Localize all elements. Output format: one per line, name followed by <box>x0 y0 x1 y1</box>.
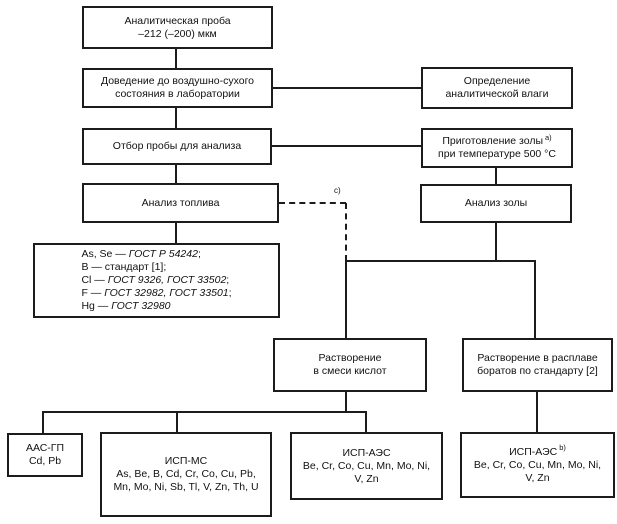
box-text-line: Доведение до воздушно-сухого <box>100 75 255 87</box>
connector-split-methods <box>42 411 367 413</box>
box-text-line: Отбор пробы для анализа <box>112 140 242 152</box>
box-text-line: в смеси кислот <box>313 365 387 377</box>
connector-to-icpms <box>176 412 178 432</box>
connector-airdry-to-moisture <box>273 87 421 89</box>
connector-to-borate-dissolution <box>534 261 536 338</box>
box-analytical-sample: Аналитическая проба –212 (–200) мкм <box>82 6 273 49</box>
footnote-b-sup: b) <box>559 443 566 452</box>
box-gost-standards-list: As, Se — ГОСТ Р 54242; B — стандарт [1];… <box>33 243 280 318</box>
method-elements: Be, Cr, Co, Cu, Mn, Mo, Ni, V, Zn <box>473 458 602 484</box>
connector-airdry-to-sampling <box>175 108 177 128</box>
box-ash-analysis: Анализ золы <box>420 184 572 223</box>
box-method-aas-gp: ААС-ГП Cd, Pb <box>7 433 83 477</box>
connector-fuel-to-gost <box>175 223 177 243</box>
connector-sample-to-airdry <box>175 49 177 68</box>
method-title-text: ИСП-АЭС <box>509 445 558 458</box>
box-sampling-for-analysis: Отбор пробы для анализа <box>82 128 272 165</box>
box-text-line: боратов по стандарту [2] <box>477 365 598 377</box>
box-text-line: Растворение <box>318 352 382 364</box>
connector-acid-down <box>345 392 347 412</box>
gost-standards-text: As, Se — ГОСТ Р 54242; B — стандарт [1];… <box>81 248 231 313</box>
connector-ashanalysis-down <box>495 223 497 261</box>
box-text-line: Анализ золы <box>464 197 528 209</box>
connector-sampling-to-fuel <box>175 165 177 183</box>
box-method-icp-aes: ИСП-АЭС Be, Cr, Co, Cu, Mn, Mo, Ni, V, Z… <box>290 432 443 500</box>
method-title: ААС-ГП <box>25 442 65 454</box>
box-text-line: Определение <box>463 75 531 87</box>
method-elements: As, Be, B, Cd, Cr, Co, Cu, Pb, Mn, Mo, N… <box>113 468 259 493</box>
box-acid-dissolution: Растворение в смеси кислот <box>273 338 427 392</box>
gost-row: B — стандарт [1]; <box>81 261 167 273</box>
footnote-c-label: c) <box>334 186 341 195</box>
box-text-line: Анализ топлива <box>141 196 220 209</box>
box-text-line: при температуре 500 °С <box>438 148 556 160</box>
box-text-line: Растворение в расплаве <box>477 352 598 364</box>
gost-row: F — ГОСТ 32982, ГОСТ 33501; <box>81 287 232 299</box>
method-elements: Cd, Pb <box>28 455 62 467</box>
box-text-line: аналитической влаги <box>445 88 549 100</box>
gost-row: As, Se — ГОСТ Р 54242; <box>81 248 201 260</box>
box-text-line: состояния в лаборатории <box>115 88 240 100</box>
connector-borate-to-icpaesb <box>536 392 538 432</box>
box-analytical-moisture: Определение аналитической влаги <box>421 67 573 109</box>
gost-row: Hg — ГОСТ 32980 <box>81 300 171 312</box>
box-air-dry-state: Доведение до воздушно-сухого состояния в… <box>82 68 273 108</box>
connector-to-aas <box>42 412 44 433</box>
box-text-line: Аналитическая проба <box>124 14 231 27</box>
method-title: ИСП-МС <box>164 455 208 467</box>
gost-row: Cl — ГОСТ 9326, ГОСТ 33502; <box>81 274 230 286</box>
connector-to-icpaes <box>365 412 367 432</box>
box-borate-dissolution: Растворение в расплаве боратов по станда… <box>462 338 613 392</box>
dashed-connector-vertical <box>345 203 347 261</box>
method-elements: Be, Cr, Co, Cu, Mn, Mo, Ni, V, Zn <box>302 459 431 485</box>
connector-sampling-to-ashprep <box>272 145 421 147</box>
connector-to-acid-dissolution <box>345 261 347 338</box>
connector-split-dissolution <box>345 260 536 262</box>
box-fuel-analysis: Анализ топлива <box>82 183 279 223</box>
box-text: Приготовление золы <box>442 135 544 147</box>
dashed-connector-horizontal <box>279 202 346 204</box>
box-text-line: –212 (–200) мкм <box>138 27 217 40</box>
connector-ashprep-to-ashanalysis <box>495 168 497 184</box>
method-title: ИСП-АЭС <box>342 446 391 459</box>
footnote-a-sup: a) <box>545 132 552 142</box>
box-method-icp-ms: ИСП-МС As, Be, B, Cd, Cr, Co, Cu, Pb, Mn… <box>100 432 272 517</box>
